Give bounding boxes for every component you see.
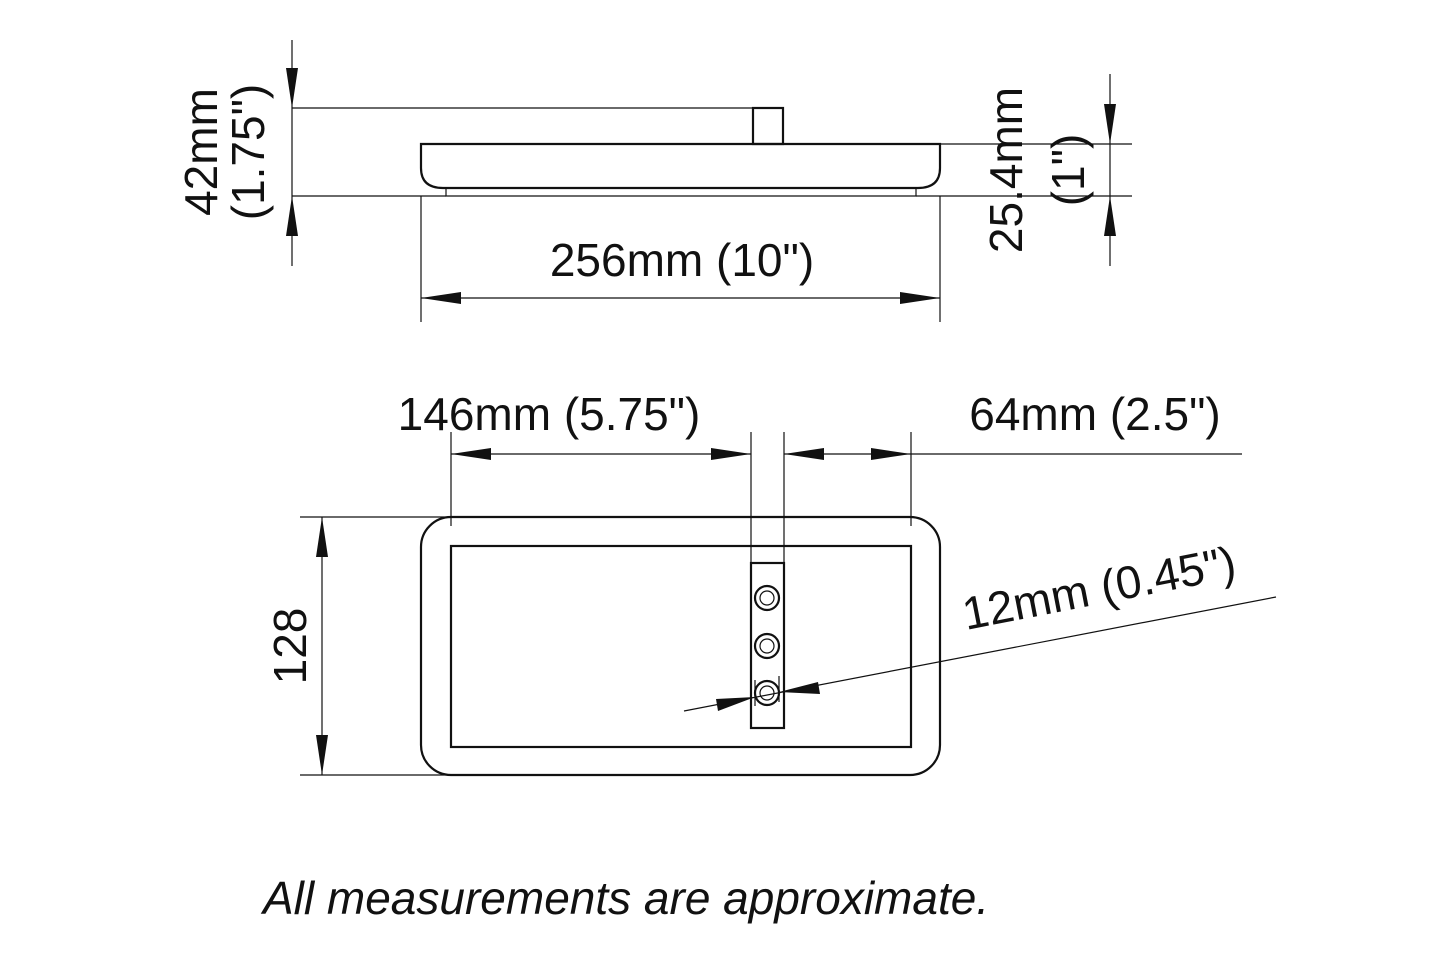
approximate-note: All measurements are approximate. [260,872,989,924]
arrow-128-top [316,517,328,557]
arrow-256mm-right [900,292,940,304]
arrow-146mm-right [711,448,751,460]
arrow-128-bottom [316,735,328,775]
top-tray-inner [449,544,913,749]
top-view: 146mm (5.75") 64mm (2.5") 128 12mm (0.45… [264,388,1277,777]
label-42mm-inches: (1.75") [222,84,274,221]
side-view: 42mm (1.75") 25.4mm (1") 256mm (10") [175,40,1132,322]
arrow-42mm-top [286,68,298,108]
top-tray-outer [419,515,942,777]
mounting-bar [749,561,786,730]
arrow-256mm-left [421,292,461,304]
arrow-146mm-left [451,448,491,460]
label-146mm: 146mm (5.75") [398,388,701,440]
label-25mm-inches: (1") [1042,134,1094,207]
side-post [751,106,785,146]
arrow-64mm-left [784,448,824,460]
label-25mm: 25.4mm [980,87,1032,253]
label-256mm: 256mm (10") [550,234,814,286]
label-64mm: 64mm (2.5") [969,388,1221,440]
side-tray-base [445,188,917,197]
label-12mm: 12mm (0.45") [958,536,1240,640]
arrow-25mm-bottom [1104,196,1116,236]
arrow-64mm-right [871,448,911,460]
hole-1 [753,584,781,612]
hole-2 [753,632,781,660]
arrow-12mm-left [716,697,755,711]
side-tray-body [419,142,942,190]
arrow-25mm-top [1104,104,1116,144]
label-128: 128 [264,608,316,685]
label-42mm: 42mm [175,88,227,216]
arrow-42mm-bottom [286,196,298,236]
arrow-12mm-right [779,682,820,694]
